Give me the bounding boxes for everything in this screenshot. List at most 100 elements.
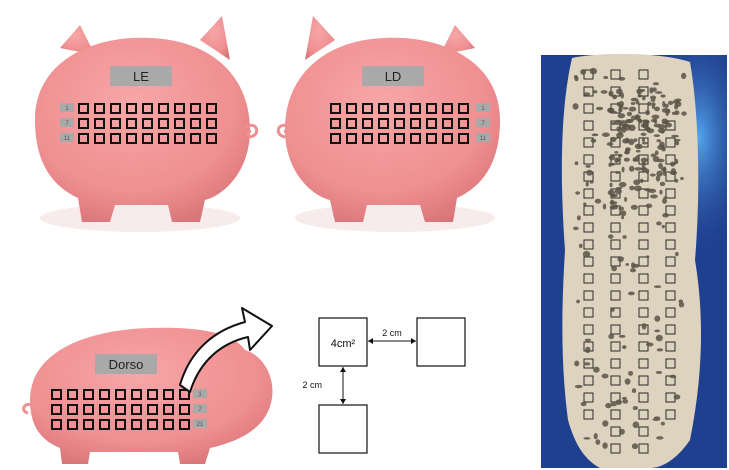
- photo-lesion-dot: [579, 244, 583, 249]
- photo-lesion-dot: [649, 87, 653, 93]
- photo-lesion-dot: [611, 266, 617, 272]
- photo-lesion-dot: [619, 335, 626, 338]
- photo-lesion-dot: [638, 94, 642, 97]
- photo-lesion-dot: [577, 215, 581, 220]
- pig-right-shadow: [295, 204, 495, 232]
- square-area-label: 4cm²: [331, 338, 356, 350]
- photo-lesion-dot: [662, 198, 667, 204]
- photo-lesion-dot: [591, 139, 597, 143]
- photo-lesion-dot: [615, 157, 621, 161]
- photo-lesion-dot: [670, 161, 675, 166]
- photo-lesion-dot: [583, 202, 586, 205]
- photo-lesion-dot: [669, 375, 676, 379]
- photo-lesion-dot: [636, 150, 641, 153]
- photo-lesion-dot: [650, 173, 656, 176]
- photo-lesion-dot: [662, 121, 670, 124]
- photo-lesion-dot: [622, 345, 627, 349]
- photo-lesion-dot: [573, 227, 579, 231]
- photo-lesion-dot: [625, 378, 631, 384]
- photo-lesion-dot: [620, 210, 626, 216]
- photo-lesion-dot: [623, 107, 629, 110]
- photo-lesion-dot: [636, 88, 642, 94]
- photo-lesion-dot: [603, 76, 608, 79]
- photo-lesion-dot: [583, 362, 590, 365]
- photo-lesion-dot: [642, 167, 648, 172]
- photo-lesion-dot: [609, 155, 616, 160]
- photo-lesion-dot: [586, 170, 593, 176]
- photo-lesion-dot: [575, 385, 583, 388]
- photo-lesion-dot: [621, 92, 625, 98]
- photo-lesion-dot: [627, 112, 632, 117]
- photo-lesion-dot: [624, 158, 630, 162]
- photo-lesion-dot: [671, 135, 679, 138]
- photo-lesion-dot: [619, 101, 624, 107]
- photo-lesion-dot: [646, 255, 649, 258]
- photo-lesion-dot: [629, 166, 635, 172]
- pig-left-label: LE: [133, 69, 149, 84]
- photo-lesion-dot: [654, 124, 661, 128]
- photo-lesion-dot: [583, 92, 590, 96]
- photo-lesion-dot: [650, 194, 658, 198]
- photo-lesion-dot: [607, 108, 614, 113]
- photo-lesion-dot: [622, 397, 627, 400]
- photo-lesion-dot: [595, 199, 602, 204]
- photo-lesion-dot: [672, 112, 676, 115]
- photo-lesion-dot: [656, 139, 661, 142]
- photo-lesion-dot: [654, 330, 660, 333]
- photo-lesion-dot: [636, 100, 640, 105]
- spacing-schematic: 4cm² 2 cm 2 cm: [302, 318, 465, 453]
- photo-lesion-dot: [648, 189, 656, 193]
- photo-lesion-dot: [630, 268, 636, 272]
- photo-lesion-dot: [657, 145, 665, 150]
- photo-lesion-dot: [617, 256, 624, 262]
- pig-right-row-labels: 1711: [476, 103, 490, 142]
- photo-lesion-dot: [625, 148, 629, 154]
- photo-lesion-dot: [629, 107, 637, 112]
- photo-lesion-dot: [621, 167, 624, 173]
- pig-right: LD 1711: [278, 16, 500, 232]
- photo-lesion-dot: [622, 399, 628, 403]
- photo-lesion-dot: [618, 77, 625, 81]
- photo-lesion-dot: [593, 367, 600, 373]
- photo-lesion-dot: [628, 292, 635, 296]
- pig-back-row-labels: 1721: [193, 389, 207, 428]
- photo-lesion-dot: [611, 307, 614, 311]
- photo-lesion-dot: [574, 76, 578, 81]
- photo-lesion-dot: [654, 285, 662, 288]
- photo-lesion-dot: [642, 323, 647, 329]
- photo-lesion-dot: [614, 151, 618, 154]
- pig-right-label: LD: [385, 69, 402, 84]
- vertical-spacing-label: 2 cm: [302, 380, 322, 390]
- photo-lesion-dot: [631, 262, 635, 268]
- photo-lesion-dot: [602, 374, 609, 379]
- photo-lesion-dot: [608, 234, 613, 238]
- photo-lesion-dot: [680, 177, 684, 180]
- photo-lesion-dot: [633, 179, 640, 185]
- photo-lesion-dot: [644, 120, 649, 124]
- photo-lesion-dot: [656, 436, 663, 440]
- photo-lesion-dot: [581, 402, 587, 406]
- photo-lesion-dot: [602, 133, 610, 137]
- photo-lesion-dot: [642, 95, 646, 100]
- photo-lesion-dot: [642, 137, 645, 143]
- photo-lesion-dot: [593, 90, 597, 93]
- photo-lesion-dot: [655, 91, 662, 94]
- photo-lesion-dot: [585, 347, 590, 353]
- photo-lesion-dot: [629, 186, 634, 191]
- photo-lesion-dot: [585, 165, 590, 168]
- photo-lesion-dot: [628, 371, 633, 376]
- photo-lesion-dot: [633, 406, 638, 410]
- photo-lesion-dot: [575, 161, 579, 165]
- photo-lesion-dot: [632, 443, 638, 449]
- photo-lesion-dot: [608, 334, 614, 339]
- photo-lesion-dot: [681, 111, 686, 115]
- photo-lesion-dot: [618, 113, 625, 118]
- photo-lesion-dot: [592, 133, 599, 136]
- pig-left-row-label: 11: [64, 136, 71, 142]
- pig-right-row-label: 11: [480, 136, 487, 142]
- photo-lesion-dot: [590, 181, 594, 184]
- photo-lesion-dot: [631, 102, 636, 105]
- photo-lesion-dot: [660, 94, 665, 97]
